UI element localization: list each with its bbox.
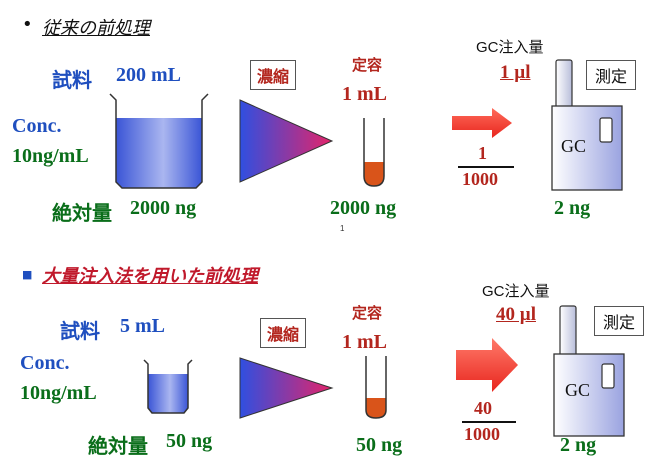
red-arrow-2 [456, 338, 518, 392]
section2-sample-label: 試料 [60, 319, 100, 343]
section2-injection-label: GC注入量 [482, 283, 550, 300]
section1-sample-label: 試料 [52, 68, 92, 92]
section1-tube-amount: 2000 ng [330, 197, 397, 219]
section1-gc-amount: 2 ng [554, 197, 591, 219]
section2-fraction-denominator: 1000 [464, 424, 500, 444]
concentrate-triangle-2 [239, 357, 334, 419]
section2-gc-amount: 2 ng [560, 434, 597, 456]
section2-conc-label: Conc. [20, 352, 70, 374]
beaker-large [109, 93, 209, 189]
gc-instrument-2 [553, 305, 625, 437]
section1-bullet: • [22, 14, 33, 35]
gc-instrument-1 [551, 59, 623, 191]
section1-gc-label: GC [561, 136, 587, 156]
section2-sample-amount: 5 mL [120, 315, 165, 337]
section2-gc-label: GC [565, 380, 591, 400]
test-tube-1 [363, 118, 385, 187]
section1-fixed-volume-value: 1 mL [342, 83, 387, 105]
section1-injection-label: GC注入量 [476, 39, 544, 56]
section1-concentrate-label: 濃縮 [250, 60, 297, 90]
section2-injection-value: 40 µl [496, 304, 536, 325]
section2-title: 大量注入法を用いた前処理 [42, 266, 258, 287]
beaker-small [143, 359, 193, 414]
section2-tube-amount: 50 ng [356, 434, 403, 456]
section2-absolute-label: 絶対量 [88, 434, 148, 458]
concentrate-triangle-1 [239, 99, 334, 183]
section2-fixed-volume-value: 1 mL [342, 331, 387, 353]
section1-fraction-bar [458, 166, 514, 168]
section2-fixed-volume-label: 定容 [352, 304, 383, 322]
section1-absolute-label: 絶対量 [52, 201, 112, 225]
section2-absolute-value: 50 ng [166, 430, 213, 452]
red-arrow-1 [452, 108, 512, 138]
section2-measure-label: 測定 [594, 306, 645, 336]
section2-conc-value: 10ng/mL [20, 382, 97, 404]
page-marker: 1 [340, 224, 345, 233]
test-tube-2 [365, 356, 387, 419]
section1-injection-value: 1 µl [500, 62, 531, 83]
section2-concentrate-label: 濃縮 [260, 318, 307, 348]
section1-fraction-numerator: 1 [478, 143, 487, 163]
section1-absolute-value: 2000 ng [130, 197, 197, 219]
section2-fraction-bar [462, 421, 516, 423]
section1-fraction-denominator: 1000 [462, 169, 498, 189]
section1-measure-label: 測定 [586, 60, 637, 90]
section1-title: 従来の前処理 [42, 18, 150, 39]
section2-bullet: ■ [22, 268, 33, 281]
section1-fixed-volume-label: 定容 [352, 56, 383, 74]
section1-conc-label: Conc. [12, 115, 62, 137]
section1-sample-amount: 200 mL [116, 64, 181, 86]
section2-fraction-numerator: 40 [474, 398, 492, 418]
section1-conc-value: 10ng/mL [12, 145, 89, 167]
